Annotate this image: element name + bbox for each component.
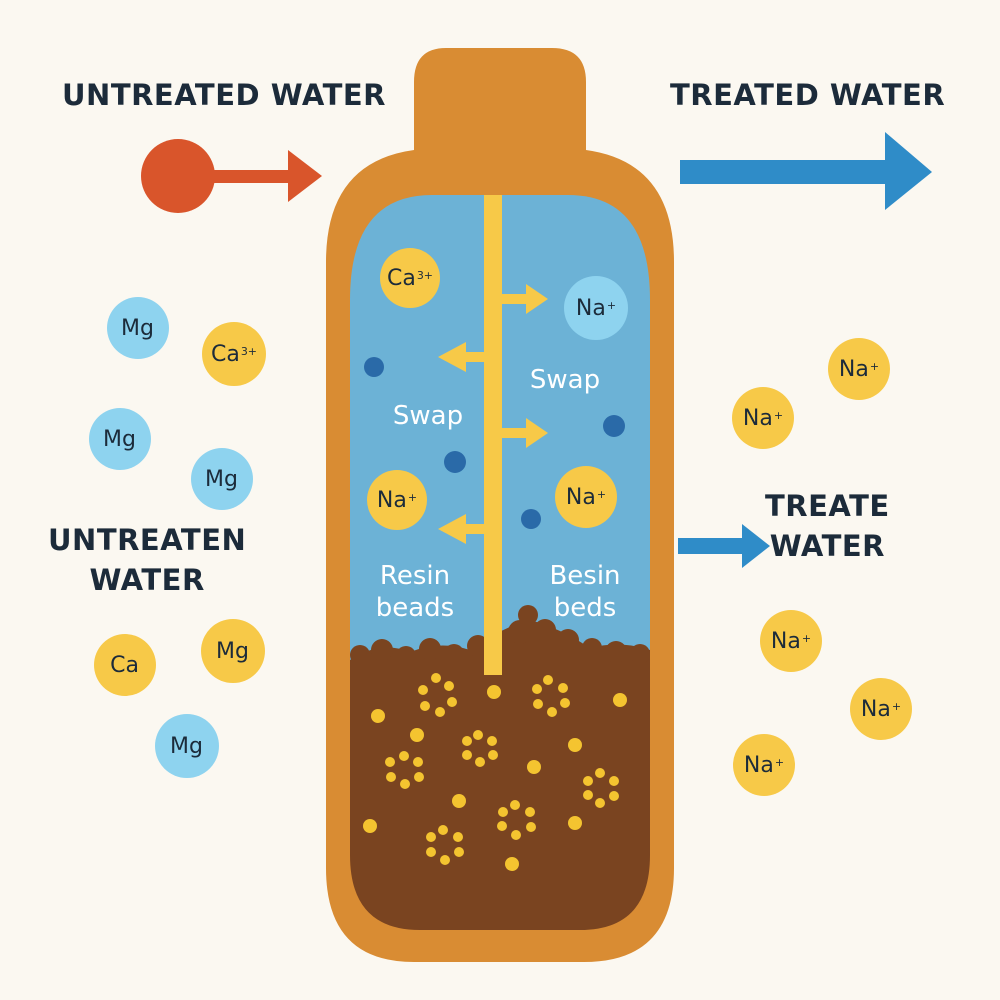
inlet-pipe: [200, 170, 292, 183]
resin-beads: [363, 673, 627, 871]
flow-arrows: [438, 284, 548, 544]
resin-beads-label-right: Besin beds: [530, 560, 640, 624]
ion-ca: Ca: [94, 634, 156, 696]
ion-mg: Mg: [107, 297, 169, 359]
ion-na: Na+: [760, 610, 822, 672]
ion-symbol: Ca: [210, 341, 240, 367]
treated-water-right-line2: WATER: [769, 529, 886, 563]
ion-mg: Mg: [201, 619, 265, 683]
ion-charge: +: [891, 699, 902, 713]
resin-beads-left-line2: beads: [375, 593, 455, 623]
ion-mg: Mg: [89, 408, 151, 470]
treated-water-right-label: TREATE WATER: [765, 486, 890, 566]
ion-symbol: Na: [575, 295, 606, 321]
ion-charge: +: [869, 359, 880, 373]
resin-beads-label-left: Resin beads: [360, 560, 470, 624]
ion-mg: Mg: [191, 448, 253, 510]
side-outlet-shaft: [678, 538, 748, 554]
distributor-tube: [484, 195, 502, 675]
ion-na: Na+: [850, 678, 912, 740]
ion-symbol: Na: [742, 405, 773, 431]
ion-symbol: Na: [376, 487, 407, 513]
swap-label-left: Swap: [392, 401, 464, 431]
swap-label-right: Swap: [529, 365, 601, 395]
ion-symbol: Na: [860, 696, 891, 722]
ion-symbol: Mg: [103, 426, 136, 452]
ion-na: Na+: [828, 338, 890, 400]
ion-symbol: Mg: [121, 315, 154, 341]
ion-charge: +: [407, 490, 418, 504]
ion-charge: +: [774, 755, 785, 769]
resin-bed-surface: [350, 605, 650, 666]
ion-symbol: Na: [565, 484, 596, 510]
treated-water-right-line1: TREATE: [765, 489, 890, 523]
ion-symbol: Mg: [216, 638, 249, 664]
ion-symbol: Na: [743, 752, 774, 778]
ion-na-inner-top: Na+: [564, 276, 628, 340]
ion-charge: 3+: [416, 268, 434, 282]
ion-symbol: Na: [770, 628, 801, 654]
side-outlet-head: [742, 524, 770, 568]
untreated-water-left-line2: WATER: [89, 563, 205, 597]
inlet-source: [141, 139, 215, 213]
ion-symbol: Na: [838, 356, 869, 382]
treated-water-top-label: TREATED WATER: [670, 78, 946, 112]
resin-beads-right-line1: Besin: [549, 561, 621, 591]
ion-charge: +: [773, 408, 784, 422]
untreated-water-left-line1: UNTREATEN: [48, 523, 247, 557]
ion-symbol: Mg: [205, 466, 238, 492]
resin-bed: [350, 620, 650, 930]
ion-symbol: Mg: [170, 733, 203, 759]
ion-charge: +: [606, 298, 617, 312]
ion-charge: +: [596, 487, 607, 501]
untreated-water-top-label: UNTREATED WATER: [62, 78, 386, 112]
outlet-arrow-head: [885, 132, 932, 210]
water-particles: [364, 357, 625, 529]
ion-charge: +: [801, 631, 812, 645]
inlet-arrow-head: [288, 150, 322, 202]
ion-mg: Mg: [155, 714, 219, 778]
ion-charge: 3+: [240, 344, 258, 358]
ion-symbol: Ca: [110, 652, 139, 678]
resin-beads-left-line1: Resin: [379, 561, 451, 591]
ion-na: Na+: [733, 734, 795, 796]
outlet-arrow-shaft: [680, 160, 890, 184]
untreated-water-left-label: UNTREATEN WATER: [48, 520, 246, 600]
ion-na-inner-right: Na+: [555, 466, 617, 528]
resin-beads-right-line2: beds: [553, 593, 617, 623]
ion-na: Na+: [732, 387, 794, 449]
ion-symbol: Ca: [386, 265, 416, 291]
ion-na-inner-left: Na+: [367, 470, 427, 530]
